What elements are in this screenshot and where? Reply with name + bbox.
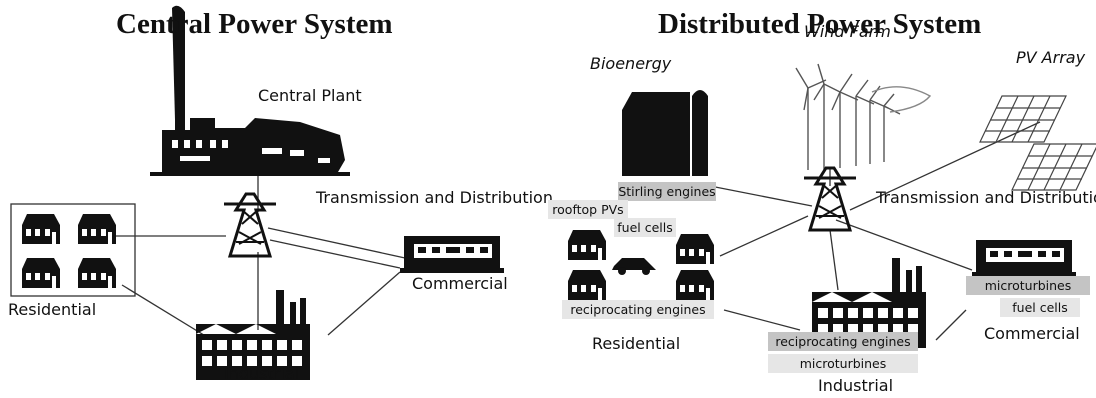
reciprocating-engines-residential-tag: reciprocating engines xyxy=(562,300,714,319)
central-commercial-building-icon xyxy=(400,236,504,273)
central-transmission-label: Transmission and Distribution xyxy=(316,188,553,207)
distributed-connection-lines xyxy=(699,121,1041,341)
central-transmission-tower-icon xyxy=(222,192,278,258)
electric-car-icon xyxy=(612,258,656,275)
central-plant-icon xyxy=(150,5,350,176)
central-industrial-label: Industrial xyxy=(224,364,300,383)
fuel-cells-residential-tag: fuel cells xyxy=(614,218,676,237)
central-residential-houses-icon xyxy=(22,214,116,288)
microturbines-commercial-tag: microturbines xyxy=(966,276,1090,295)
distributed-power-system-title: Distributed Power System xyxy=(658,8,982,40)
distributed-transmission-label: Transmission and Distribution xyxy=(876,188,1096,207)
distributed-commercial-building-icon xyxy=(972,240,1076,277)
wind-farm-label: Wind Farm xyxy=(804,22,891,41)
bioenergy-label: Bioenergy xyxy=(590,54,672,73)
reciprocating-engines-industrial-tag: reciprocating engines xyxy=(768,332,918,351)
central-commercial-label: Commercial xyxy=(412,274,508,293)
distributed-transmission-tower-icon xyxy=(802,166,858,232)
microturbines-industrial-tag: microturbines xyxy=(768,354,918,373)
wind-farm-turbines-icon xyxy=(795,63,932,170)
pv-array-label: PV Array xyxy=(1016,48,1086,67)
distributed-industrial-label: Industrial xyxy=(818,376,894,395)
stirling-engines-tag: Stirling engines xyxy=(618,182,716,201)
central-power-system-title: Central Power System xyxy=(116,8,393,40)
central-plant-label: Central Plant xyxy=(258,86,362,105)
rooftop-pvs-tag: rooftop PVs xyxy=(548,200,628,219)
fuel-cells-commercial-tag: fuel cells xyxy=(1000,298,1080,317)
central-connection-lines xyxy=(10,172,406,341)
pv-array-panels-icon xyxy=(979,95,1096,191)
distributed-commercial-label: Commercial xyxy=(984,324,1080,343)
bioenergy-barn-icon xyxy=(622,90,708,176)
central-residential-label: Residential xyxy=(8,300,97,319)
distributed-residential-label: Residential xyxy=(592,334,681,353)
